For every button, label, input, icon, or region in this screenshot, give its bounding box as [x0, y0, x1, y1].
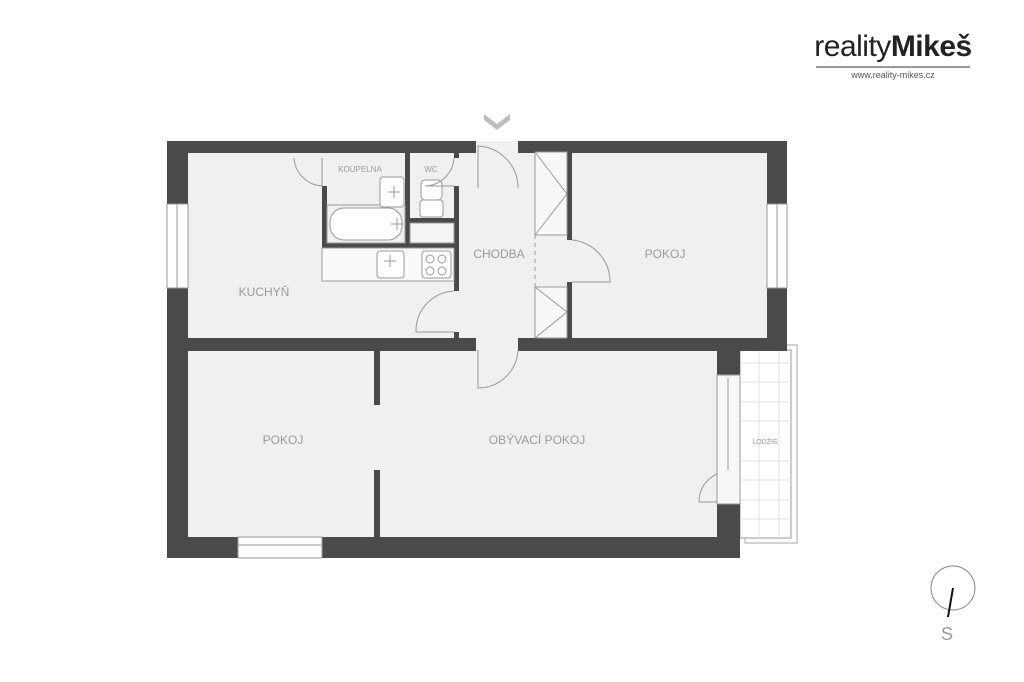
room-label-wc: WC — [424, 165, 438, 174]
compass-needle-icon — [947, 587, 954, 618]
room-label-kitchen: KUCHYŇ — [239, 284, 290, 299]
logo: realityMikeš www.reality-mikes.cz — [798, 30, 988, 80]
room-label-loggia: LODŽIE — [752, 437, 778, 446]
compass-label: S — [941, 624, 953, 644]
room-label-bedroom-bottom: POKOJ — [263, 433, 304, 447]
logo-url: www.reality-mikes.cz — [851, 70, 935, 80]
room-label-living-room: OBÝVACÍ POKOJ — [489, 432, 585, 447]
compass-circle-icon — [930, 565, 976, 611]
room-label-bedroom-top: POKOJ — [645, 247, 686, 261]
entry-arrow-icon — [484, 114, 510, 130]
floors — [188, 141, 768, 538]
loggia — [739, 344, 798, 544]
room-label-bathroom: KOUPELNA — [338, 165, 382, 174]
doors — [293, 145, 718, 503]
fixtures — [321, 151, 568, 339]
compass: S — [930, 565, 976, 644]
logo-underline — [816, 66, 970, 68]
room-label-hallway: CHODBA — [473, 247, 524, 261]
windows — [166, 203, 788, 559]
logo-brand: realityMikeš — [814, 30, 972, 63]
